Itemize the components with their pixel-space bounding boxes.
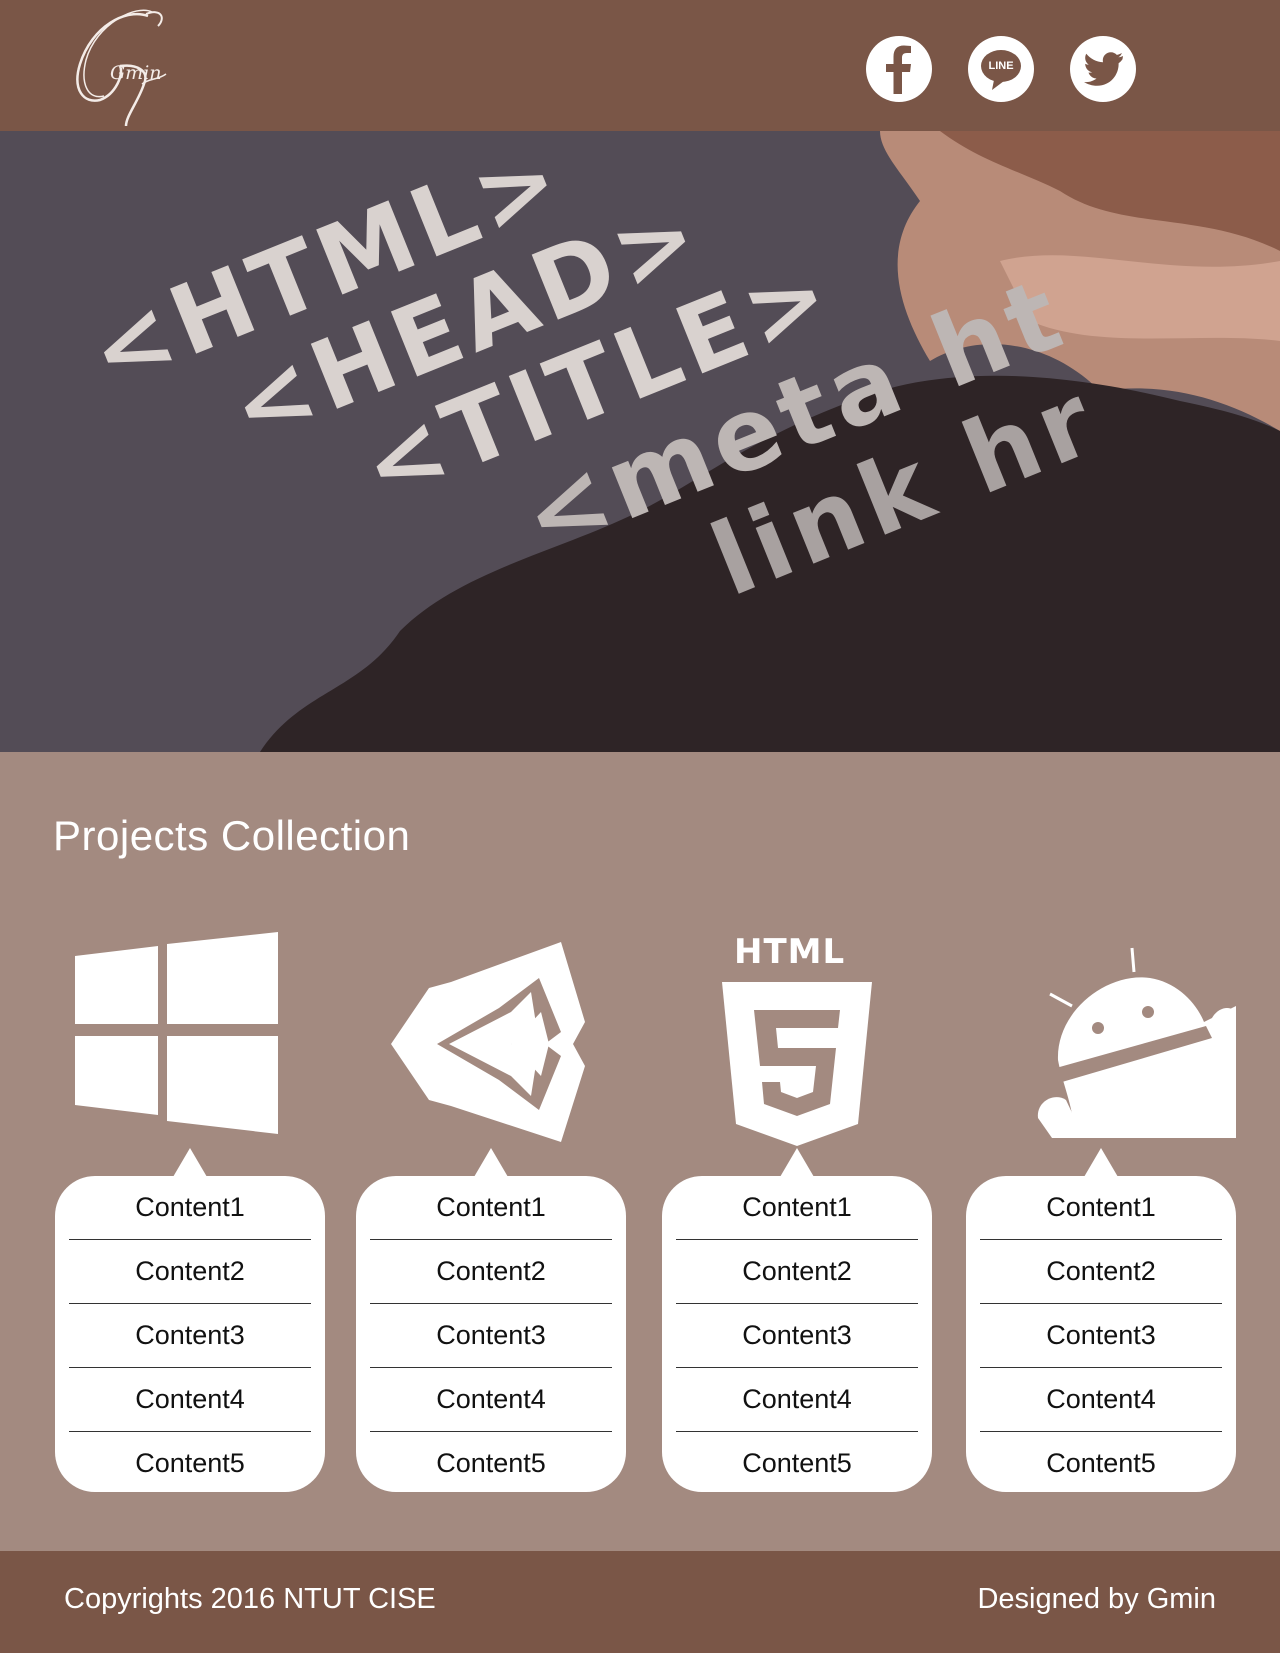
content-item[interactable]: Content1: [69, 1176, 311, 1240]
content-item[interactable]: Content5: [742, 1448, 852, 1478]
android-icon[interactable]: [1036, 942, 1236, 1138]
projects-section: Projects Collection HTML Cont: [0, 752, 1280, 1551]
twitter-button[interactable]: [1070, 36, 1136, 102]
site-footer: Copyrights 2016 NTUT CISE Designed by Gm…: [0, 1551, 1280, 1653]
content-item[interactable]: Content5: [135, 1448, 245, 1478]
content-list: Content1 Content2 Content3 Content4 Cont…: [662, 1176, 932, 1495]
site-header: Gmin LINE: [0, 0, 1280, 131]
content-item[interactable]: Content1: [980, 1176, 1222, 1240]
html5-label: HTML: [734, 932, 846, 972]
card-pointer: [474, 1148, 508, 1177]
content-item[interactable]: Content3: [69, 1304, 311, 1368]
line-icon: [981, 50, 1021, 90]
card-pointer: [173, 1148, 207, 1177]
content-item[interactable]: Content4: [980, 1368, 1222, 1432]
designer-credit: Designed by Gmin: [977, 1583, 1216, 1615]
content-item[interactable]: Content2: [676, 1240, 918, 1304]
unity-icon[interactable]: [391, 942, 585, 1142]
line-label: LINE: [988, 60, 1014, 72]
content-item[interactable]: Content5: [1046, 1448, 1156, 1478]
card-pointer: [1084, 1148, 1118, 1177]
content-item[interactable]: Content4: [370, 1368, 612, 1432]
twitter-icon: [1084, 52, 1123, 86]
content-item[interactable]: Content4: [676, 1368, 918, 1432]
card-pointer: [780, 1148, 814, 1177]
project-card-html5: Content1 Content2 Content3 Content4 Cont…: [662, 1148, 932, 1495]
content-item[interactable]: Content1: [676, 1176, 918, 1240]
content-item[interactable]: Content3: [980, 1304, 1222, 1368]
gmin-logo[interactable]: Gmin: [66, 4, 186, 128]
copyright-text: Copyrights 2016 NTUT CISE: [64, 1583, 436, 1615]
section-title: Projects Collection: [53, 812, 411, 859]
content-list: Content1 Content2 Content3 Content4 Cont…: [966, 1176, 1236, 1495]
hero-image: <HTML> <HEAD> <TITLE> <meta ht link hr: [0, 131, 1280, 752]
content-item[interactable]: Content4: [69, 1368, 311, 1432]
windows-icon[interactable]: [75, 932, 280, 1134]
facebook-button[interactable]: [866, 36, 932, 102]
content-list: Content1 Content2 Content3 Content4 Cont…: [55, 1176, 325, 1495]
project-card-windows: Content1 Content2 Content3 Content4 Cont…: [55, 1148, 325, 1495]
line-button[interactable]: LINE: [968, 36, 1034, 102]
content-list: Content1 Content2 Content3 Content4 Cont…: [356, 1176, 626, 1495]
content-item[interactable]: Content3: [676, 1304, 918, 1368]
html5-icon[interactable]: HTML: [722, 932, 872, 1146]
content-item[interactable]: Content2: [980, 1240, 1222, 1304]
content-item[interactable]: Content1: [370, 1176, 612, 1240]
logo-text: Gmin: [110, 62, 162, 84]
content-item[interactable]: Content3: [370, 1304, 612, 1368]
content-item[interactable]: Content2: [370, 1240, 612, 1304]
facebook-icon: [886, 45, 911, 94]
project-card-android: Content1 Content2 Content3 Content4 Cont…: [966, 1148, 1236, 1495]
content-item[interactable]: Content5: [436, 1448, 546, 1478]
content-item[interactable]: Content2: [69, 1240, 311, 1304]
project-card-unity: Content1 Content2 Content3 Content4 Cont…: [356, 1148, 626, 1495]
